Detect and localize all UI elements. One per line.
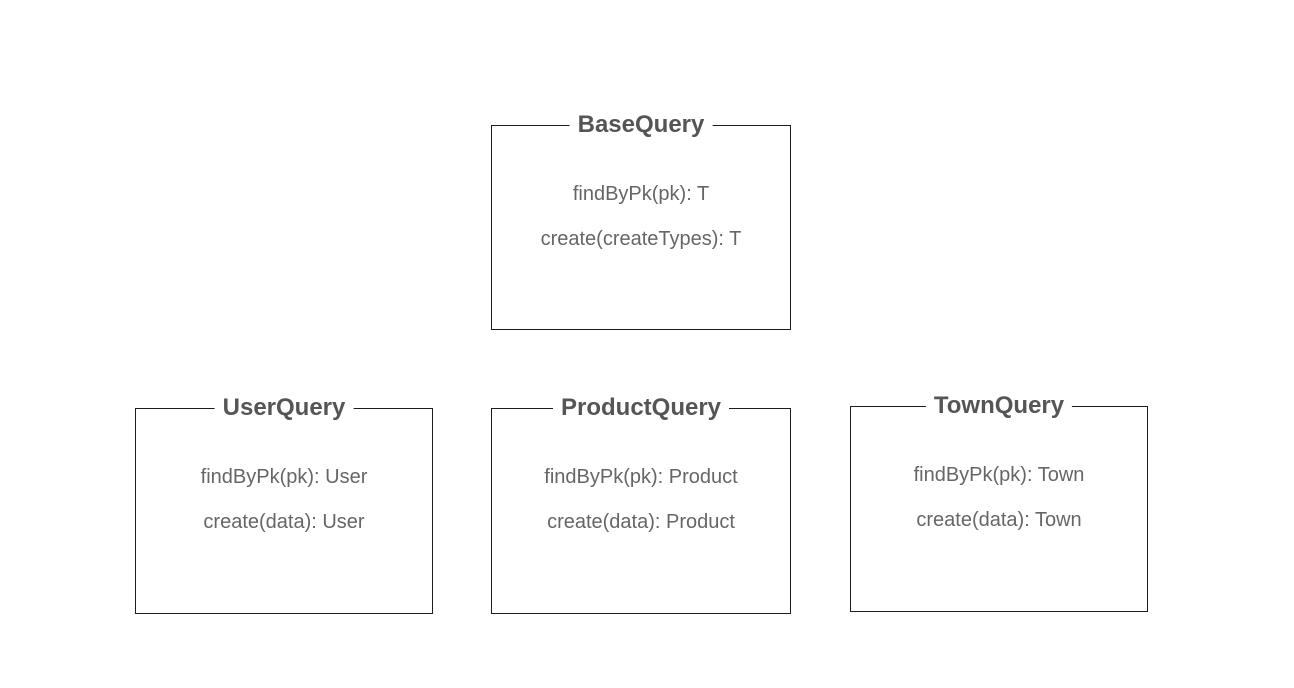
method-list: findByPk(pk): Product create(data): Prod… [492, 465, 790, 534]
method-signature: create(data): Town [916, 509, 1082, 531]
method-list: findByPk(pk): T create(createTypes): T [492, 182, 790, 251]
method-signature: create(data): Product [547, 511, 735, 533]
class-box-basequery: BaseQuery findByPk(pk): T create(createT… [491, 110, 791, 330]
method-list: findByPk(pk): Town create(data): Town [851, 463, 1147, 532]
class-box-townquery: TownQuery findByPk(pk): Town create(data… [850, 391, 1148, 612]
method-signature: findByPk(pk): Town [913, 464, 1085, 486]
method-signature: findByPk(pk): Product [544, 466, 738, 488]
class-box-userquery: UserQuery findByPk(pk): User create(data… [135, 393, 433, 614]
class-title-townquery: TownQuery [925, 391, 1073, 421]
class-title-basequery: BaseQuery [569, 110, 713, 140]
method-list: findByPk(pk): User create(data): User [136, 465, 432, 534]
method-signature: create(createTypes): T [540, 228, 742, 250]
method-signature: create(data): User [203, 511, 365, 533]
method-signature: findByPk(pk): T [572, 183, 710, 205]
class-box-productquery: ProductQuery findByPk(pk): Product creat… [491, 393, 791, 614]
method-signature: findByPk(pk): User [200, 466, 368, 488]
class-title-productquery: ProductQuery [552, 393, 730, 423]
class-title-userquery: UserQuery [214, 393, 354, 423]
